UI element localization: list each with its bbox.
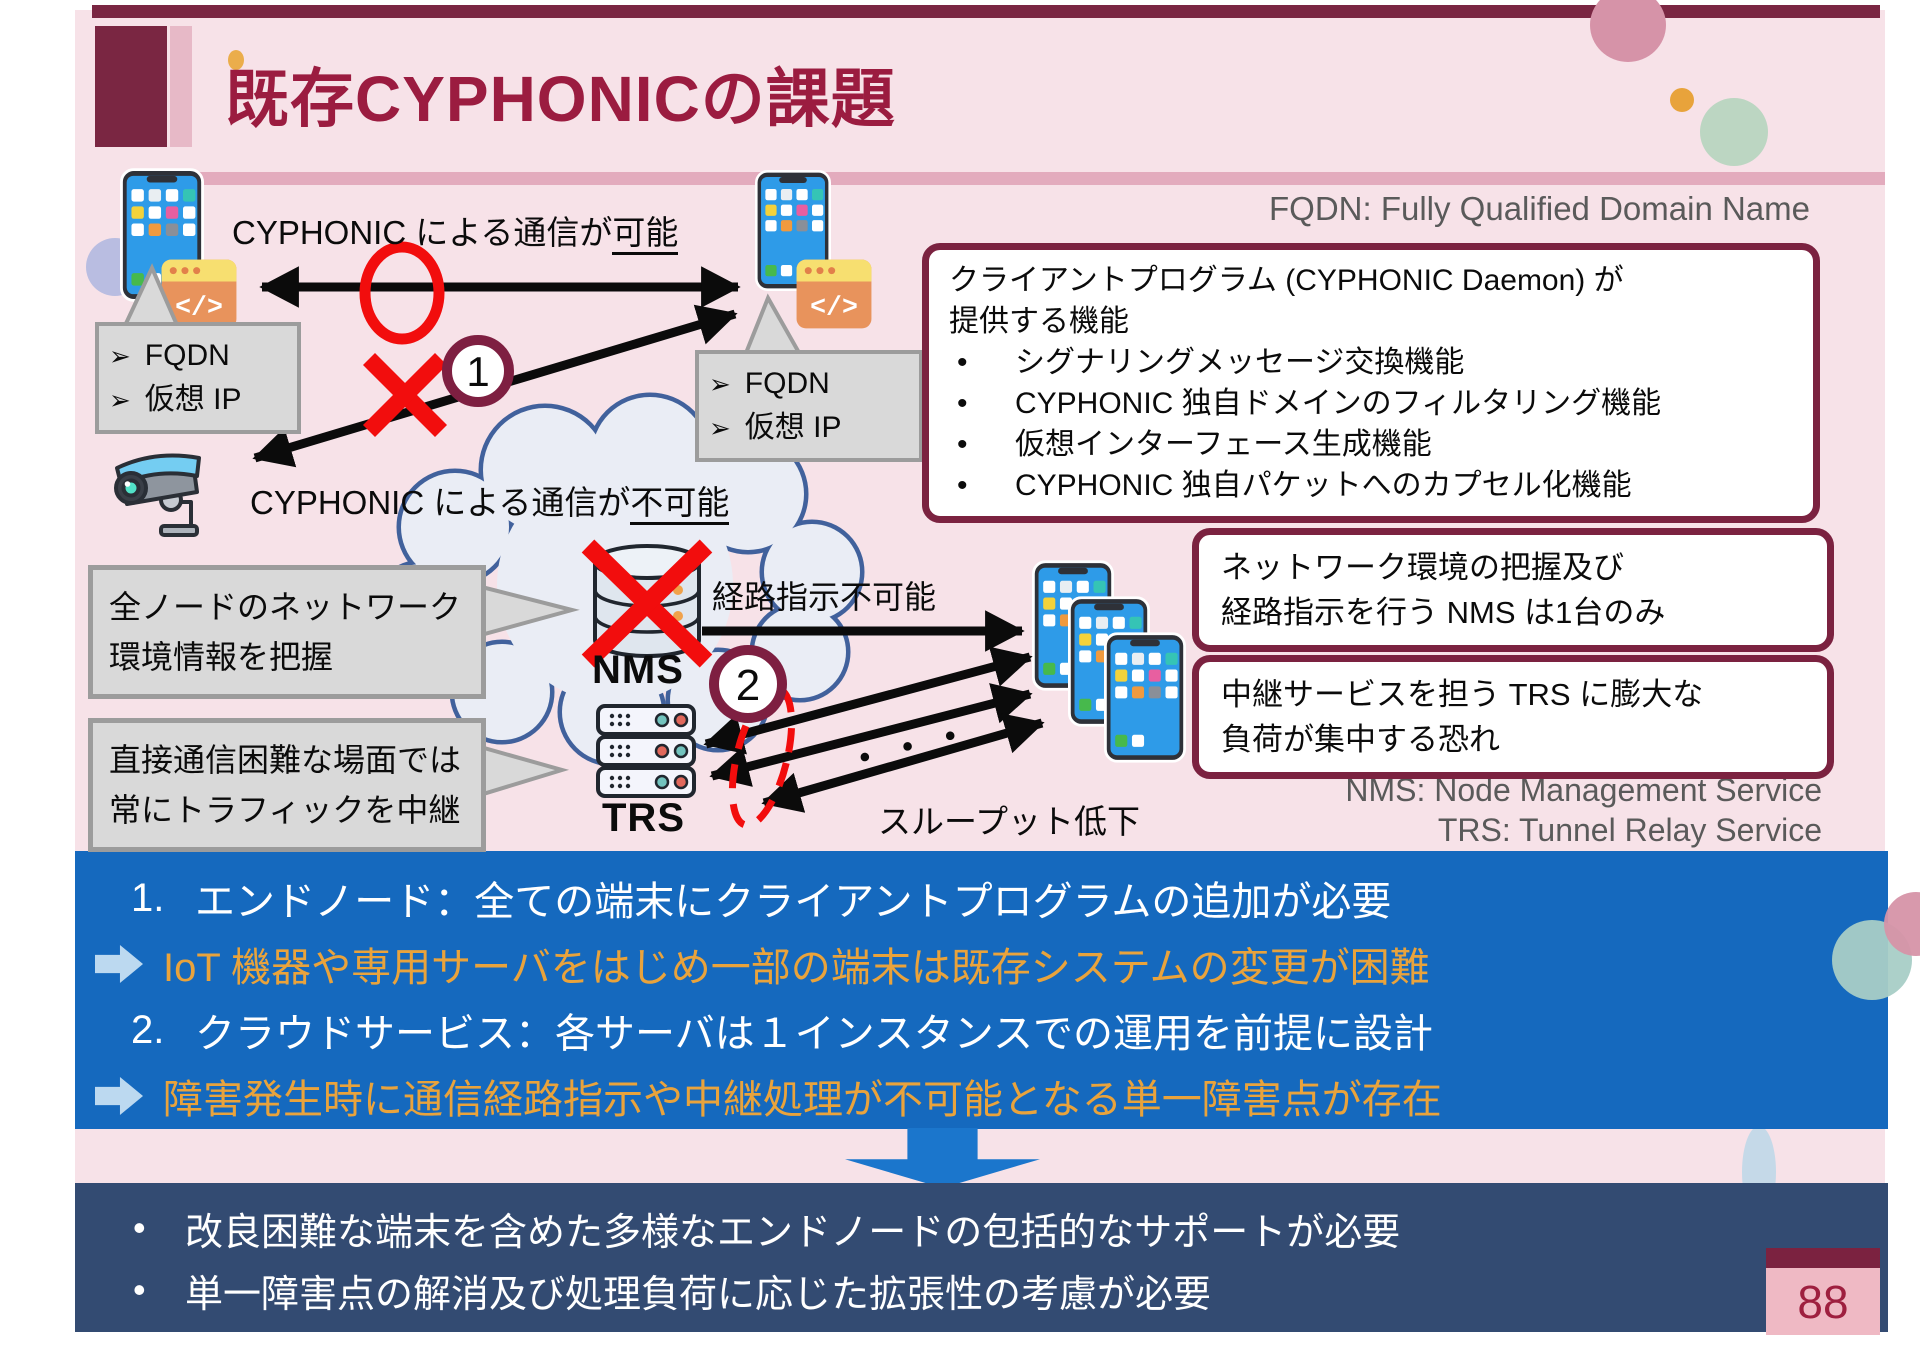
conclusion-item-1: • 改良困難な端末を含めた多様なエンドノードの包括的なサポートが必要	[133, 1207, 1401, 1254]
page-number-badge: 88	[1766, 1248, 1880, 1335]
title-accent-square	[95, 26, 167, 147]
issue-item-1: 1. エンドノード：全ての端末にクライアントプログラムの追加が必要	[131, 875, 1392, 925]
page-title: 既存CYPHONICの課題	[225, 63, 896, 135]
route-unavailable-label: 経路指示不可能	[712, 579, 937, 615]
trs-label: TRS	[602, 796, 685, 840]
orange-dot-decoration	[228, 50, 244, 70]
node-attributes-callout-left: ➢FQDN ➢仮想 IP	[95, 322, 301, 434]
nms-label: NMS	[592, 648, 684, 692]
fqdn-definition-note: FQDN: Fully Qualified Domain Name	[1269, 190, 1810, 227]
trs-issue-box: 中継サービスを担う TRS に膨大な 負荷が集中する恐れ	[1192, 655, 1834, 779]
code-window-icon	[795, 258, 873, 330]
green-circle-decoration	[1700, 98, 1768, 166]
conclusion-item-2: • 単一障害点の解消及び処理負荷に応じた拡張性の考慮が必要	[133, 1269, 1212, 1316]
trs-role-callout: 直接通信困難な場面では 常にトラフィックを中継	[88, 718, 486, 852]
throughput-drop-label: スループット低下	[878, 803, 1141, 840]
block-arrow-icon	[95, 945, 143, 983]
title-accent-bar	[170, 26, 192, 147]
pink-circle-decoration-top	[1590, 0, 1666, 62]
conclusion-box: • 改良困難な端末を含めた多様なエンドノードの包括的なサポートが必要 • 単一障…	[75, 1183, 1888, 1332]
top-accent-strip	[92, 5, 1880, 18]
page-number: 88	[1766, 1268, 1880, 1335]
code-window-icon	[160, 258, 238, 330]
security-camera-icon	[105, 438, 217, 550]
title-underline-band	[190, 172, 1885, 185]
node-attributes-callout-right: ➢FQDN ➢仮想 IP	[695, 350, 923, 462]
nms-role-callout: 全ノードのネットワーク 環境情報を把握	[88, 565, 486, 699]
issue-item-2: 2. クラウドサービス：各サーバは１インスタンスでの運用を前提に設計	[131, 1007, 1433, 1057]
orange-circle-decoration	[1670, 88, 1694, 112]
comm-possible-label: CYPHONIC による通信が可能	[232, 206, 679, 255]
issue-consequence-2: 障害発生時に通信経路指示や中継処理が不可能となる単一障害点が存在	[75, 1063, 1888, 1129]
issue-consequence-1: IoT 機器や専用サーバをはじめ一部の端末は既存システムの変更が困難	[75, 931, 1888, 997]
trs-definition-note: TRS: Tunnel Relay Service	[1437, 812, 1822, 848]
smartphone-icon	[1104, 632, 1186, 763]
issues-summary-box: 1. エンドノード：全ての端末にクライアントプログラムの追加が必要 IoT 機器…	[75, 851, 1888, 1129]
block-arrow-icon	[95, 1077, 143, 1115]
comm-impossible-label: CYPHONIC による通信が不可能	[250, 476, 730, 525]
nms-issue-box: ネットワーク環境の把握及び 経路指示を行う NMS は1台のみ	[1192, 528, 1834, 652]
page-number-band	[1766, 1248, 1880, 1268]
client-program-box: クライアントプログラム (CYPHONIC Daemon) が 提供する機能 •…	[922, 243, 1820, 523]
